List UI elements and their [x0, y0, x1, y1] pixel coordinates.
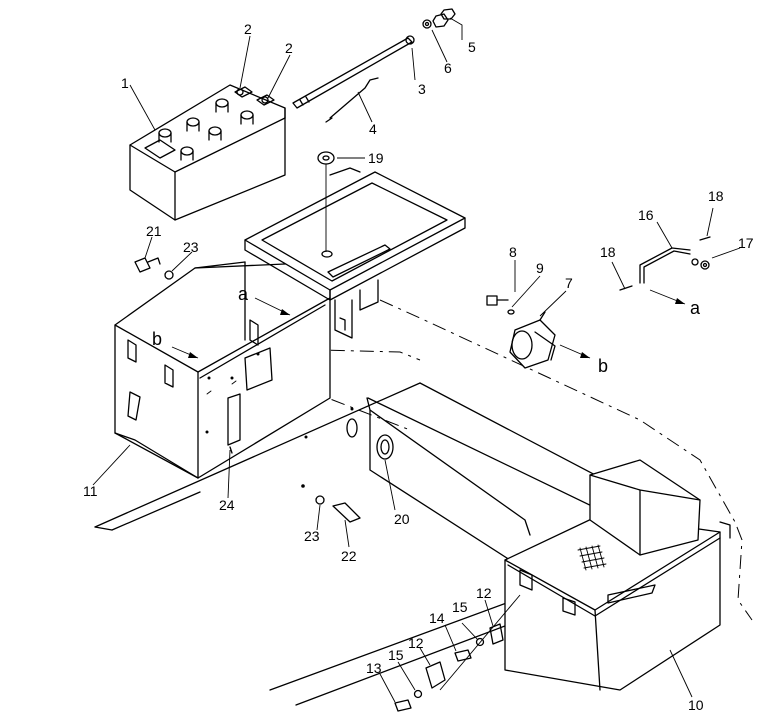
label-1: 1 — [121, 75, 129, 91]
label-13: 13 — [366, 660, 382, 676]
reference-arrows — [171, 289, 686, 359]
latch-fasteners — [394, 623, 504, 712]
label-3: 3 — [418, 81, 426, 97]
ref-b-switch: b — [598, 356, 608, 376]
key-rod — [619, 236, 711, 291]
label-9: 9 — [536, 260, 544, 276]
label-5: 5 — [468, 39, 476, 55]
ref-a-rod: a — [690, 298, 701, 318]
label-15a: 15 — [452, 599, 468, 615]
battery-tray — [244, 167, 466, 339]
label-14: 14 — [429, 610, 445, 626]
ref-a-box: a — [238, 284, 249, 304]
label-2a: 2 — [244, 21, 252, 37]
label-7: 7 — [565, 275, 573, 291]
label-18b: 18 — [600, 244, 616, 260]
label-17: 17 — [738, 235, 754, 251]
label-6: 6 — [444, 60, 452, 76]
battery-box — [114, 261, 331, 479]
label-20: 20 — [394, 511, 410, 527]
battery-clamp-rod — [292, 35, 415, 123]
ref-b-box: b — [152, 329, 162, 349]
tool-box — [439, 459, 731, 691]
label-15b: 15 — [388, 647, 404, 663]
label-21: 21 — [146, 223, 162, 239]
label-24: 24 — [219, 497, 235, 513]
label-19: 19 — [368, 150, 384, 166]
leader-lines — [92, 29, 741, 703]
label-8: 8 — [509, 244, 517, 260]
label-2b: 2 — [285, 40, 293, 56]
label-12a: 12 — [476, 585, 492, 601]
bolts — [134, 257, 361, 523]
label-22: 22 — [341, 548, 357, 564]
label-16: 16 — [638, 207, 654, 223]
label-11: 11 — [83, 483, 98, 499]
battery-switch — [486, 295, 556, 369]
label-10: 10 — [688, 697, 704, 713]
nut-washer-set — [422, 8, 463, 40]
grommets — [317, 151, 394, 460]
label-4: 4 — [369, 121, 377, 137]
label-18a: 18 — [708, 188, 724, 204]
label-23a: 23 — [183, 239, 199, 255]
label-12b: 12 — [408, 635, 424, 651]
battery — [129, 84, 286, 221]
label-23b: 23 — [304, 528, 320, 544]
callout-labels: 1 2 2 3 4 5 6 7 8 9 10 11 12 12 13 14 15… — [83, 21, 754, 713]
